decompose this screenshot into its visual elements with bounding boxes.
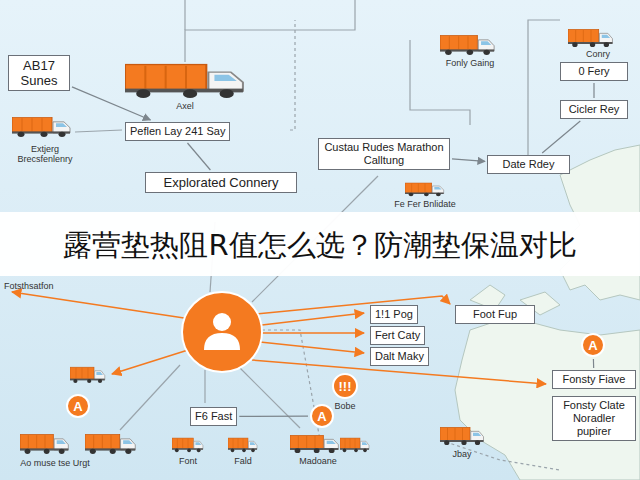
caption-label: Extjerg Brecsfenlenry: [8, 144, 82, 164]
node-text: Explorated Connery: [150, 175, 292, 190]
node-text: Date Rdey: [492, 158, 565, 171]
label-box: AB17 Sunes: [8, 55, 70, 91]
node-text: Fonsty Fiave: [557, 373, 631, 386]
caption-label: Madoane: [299, 456, 337, 466]
node-text: Cicler Rey: [565, 103, 623, 116]
connector: [593, 83, 594, 98]
node-text: Custau Rudes Marathon Calltung: [323, 141, 445, 167]
label-box: Date Rdey: [487, 155, 570, 174]
caption-label: Fotsthsatfon: [4, 281, 54, 291]
node-text: Foot Fup: [460, 308, 530, 321]
circle-marker: A: [310, 404, 334, 428]
title: 露营垫热阻R值怎么选？防潮垫保温对比: [0, 228, 640, 262]
caption-label: Ao muse tse Urgt: [16, 458, 94, 468]
hub-arrows: [12, 292, 546, 384]
label-box: Explorated Connery: [145, 172, 297, 193]
label-box: Dalt Maky: [370, 347, 429, 366]
map-land: [455, 145, 640, 480]
node-text: 1!1 Pog: [375, 308, 413, 321]
node-text: AB17 Sunes: [13, 58, 65, 88]
label-box: 0 Fery: [560, 62, 628, 81]
label-box: Cicler Rey: [560, 100, 628, 119]
node-text: !!!: [339, 380, 352, 393]
node-text: A: [588, 339, 597, 352]
node-text: A: [317, 410, 326, 423]
node-text: Peflen Lay 241 Say: [130, 125, 225, 138]
label-box: Fonsty Fiave: [552, 370, 636, 389]
caption-label: Fe Fer Bnlidate: [394, 199, 456, 209]
node-text: Dalt Maky: [375, 350, 424, 363]
node-text: Fonsty Clate Noradler pupirer: [557, 399, 631, 438]
connector: [593, 359, 594, 368]
circle-marker: A: [581, 333, 605, 357]
connector: [72, 87, 150, 120]
label-box: F6 Fast: [190, 407, 237, 426]
caption-label: Jbay: [452, 449, 471, 459]
label-box: Fonsty Clate Noradler pupirer: [552, 396, 636, 441]
connector: [542, 121, 580, 153]
connector: [452, 159, 485, 161]
connector: [187, 143, 210, 170]
node-text: 0 Fery: [565, 65, 623, 78]
node-text: A: [73, 400, 82, 413]
hub-circle: [182, 292, 262, 372]
caption-label: Bobe: [334, 401, 355, 411]
circle-marker: A: [66, 394, 90, 418]
label-box: Peflen Lay 241 Say: [125, 122, 230, 141]
caption-label: Axel: [176, 101, 194, 111]
caption-label: Font: [179, 456, 197, 466]
node-text: Fert Caty: [375, 329, 420, 342]
label-box: Custau Rudes Marathon Calltung: [318, 138, 450, 170]
label-box: 1!1 Pog: [370, 305, 418, 324]
label-box: Fert Caty: [370, 326, 425, 345]
connector: [239, 415, 308, 417]
caption-label: Conry: [586, 49, 610, 59]
caption-label: Fald: [234, 456, 252, 466]
caption-label: Fonly Gaing: [446, 58, 495, 68]
node-text: F6 Fast: [195, 410, 232, 423]
circle-marker: !!!: [332, 373, 358, 399]
label-box: Foot Fup: [455, 305, 535, 324]
